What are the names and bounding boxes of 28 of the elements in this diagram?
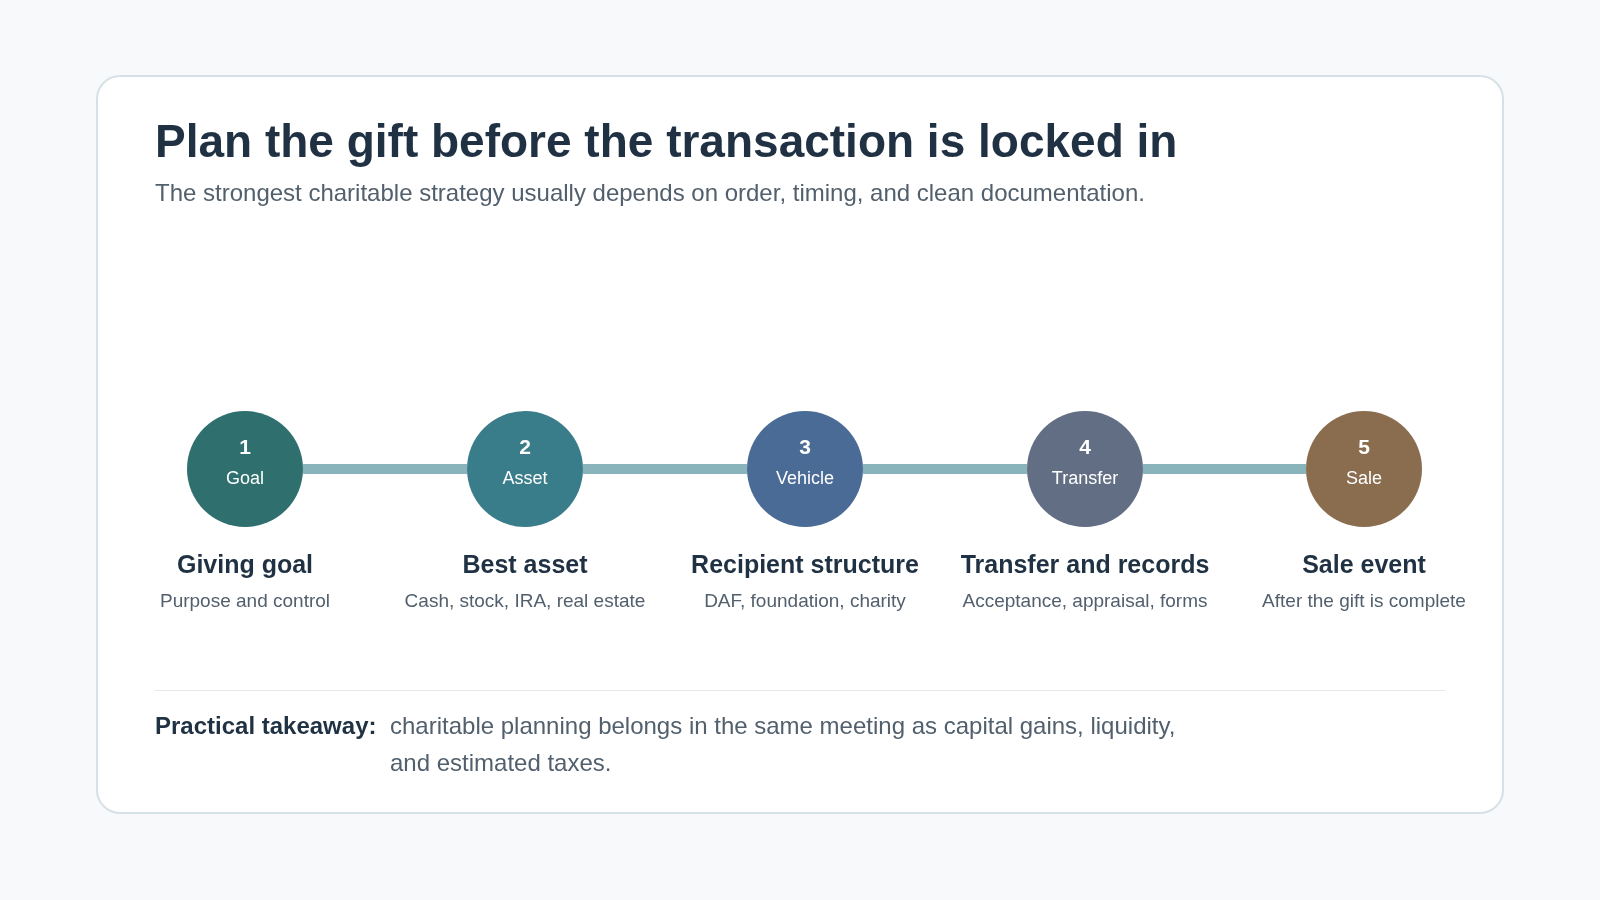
connector-line	[863, 464, 1027, 474]
connector-line	[303, 464, 467, 474]
step-title: Recipient structure	[691, 549, 919, 579]
step-label: Goal	[226, 467, 264, 489]
step-description: Acceptance, appraisal, forms	[962, 589, 1208, 613]
step-label: Vehicle	[775, 467, 834, 489]
step-number: 4	[1079, 435, 1091, 459]
takeaway-label: Practical takeaway:	[155, 711, 377, 741]
step-title: Best asset	[462, 549, 588, 579]
step-number: 1	[239, 435, 251, 459]
step-label: Asset	[502, 467, 548, 489]
step-title: Giving goal	[176, 549, 314, 579]
step-description: Cash, stock, IRA, real estate	[404, 589, 646, 613]
step-description: Purpose and control	[159, 589, 331, 613]
step-description: DAF, foundation, charity	[704, 589, 906, 613]
step-title: Transfer and records	[960, 549, 1210, 579]
connector-line	[1143, 464, 1306, 474]
step-number: 2	[519, 435, 531, 459]
connector-line	[583, 464, 747, 474]
takeaway-text: charitable planning belongs in the same meeting as capital gains, liquidity, and estimated taxes.	[390, 711, 1177, 778]
step-number: 5	[1358, 435, 1370, 459]
step-description: After the gift is complete	[1262, 589, 1466, 613]
title: Plan the gift before the transaction is locked in	[155, 115, 1178, 168]
step-label: Transfer	[1051, 467, 1119, 489]
step-title: Sale event	[1302, 549, 1426, 579]
subtitle: The strongest charitable strategy usually depends on order, timing, and clean documentation.	[155, 178, 1145, 208]
step-number: 3	[799, 435, 811, 459]
step-label: Sale	[1346, 467, 1382, 489]
